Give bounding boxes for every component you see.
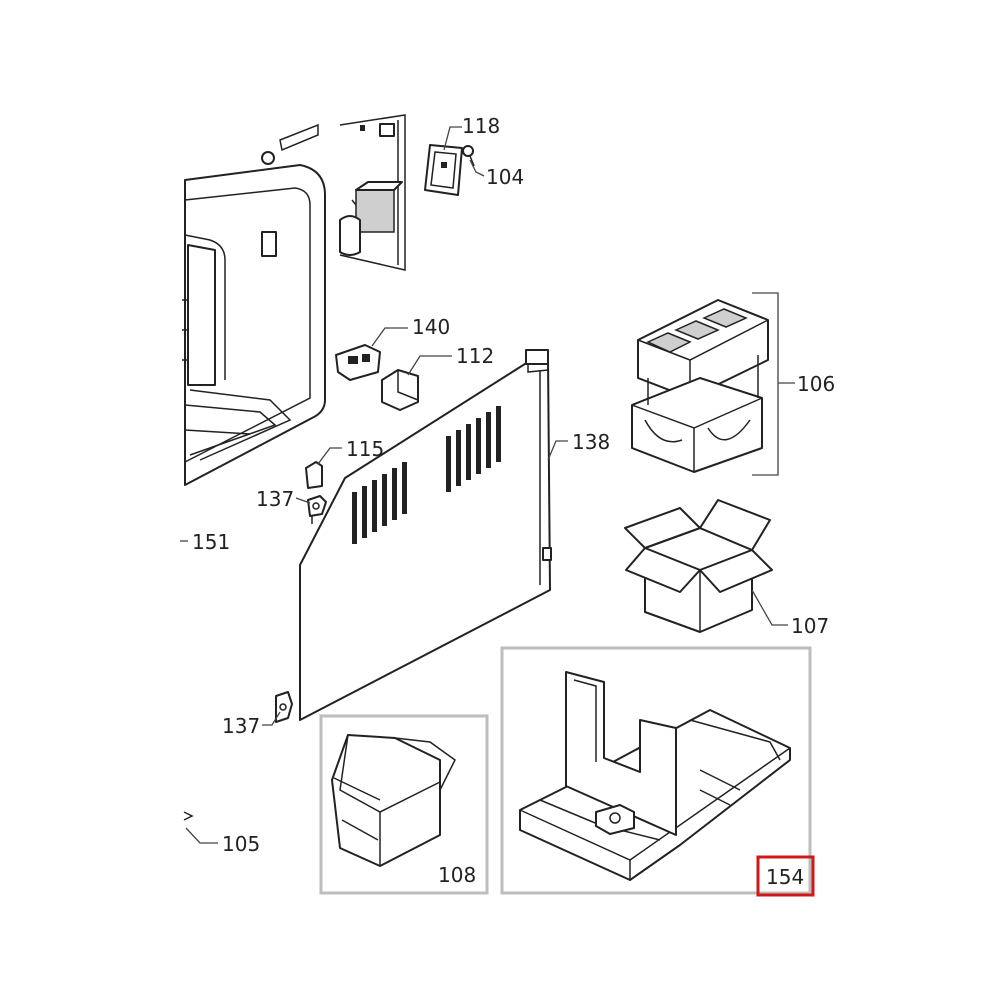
- part-104-screw: [462, 145, 475, 167]
- callout-104: 104: [486, 165, 524, 189]
- callout-151: 151: [192, 530, 230, 554]
- callout-140: 140: [412, 315, 450, 339]
- part-115-clip: [305, 461, 323, 489]
- part-154-tray: [519, 671, 791, 881]
- part-106-holder: [631, 292, 779, 476]
- highlight-box-154: [756, 855, 815, 897]
- part-105-fragment: [183, 811, 194, 821]
- control-board: [339, 114, 406, 271]
- callout-106: 106: [797, 372, 835, 396]
- main-housing: [182, 123, 326, 486]
- part-108-container: [331, 734, 456, 867]
- panel-vents-right: [446, 406, 501, 492]
- callout-105: 105: [222, 832, 260, 856]
- part-118-cover: [424, 144, 463, 196]
- callout-108: 108: [438, 863, 476, 887]
- part-137-clip-lower: [275, 691, 293, 723]
- callout-112: 112: [456, 344, 494, 368]
- part-138-side-panel: [299, 349, 552, 721]
- part-137-clip-upper: [307, 495, 327, 524]
- part-112-connector: [381, 369, 419, 411]
- callout-138: 138: [572, 430, 610, 454]
- callout-154: 154: [766, 865, 804, 889]
- part-107-box: [624, 499, 773, 633]
- leader-lines: [180, 126, 795, 844]
- callout-115: 115: [346, 437, 384, 461]
- callout-107: 107: [791, 614, 829, 638]
- frame-108: [319, 714, 489, 895]
- part-140-switch: [335, 344, 381, 381]
- callout-137-upper: 137: [256, 487, 294, 511]
- callout-137-lower: 137: [222, 714, 260, 738]
- callout-118: 118: [462, 114, 500, 138]
- panel-vents-left: [352, 462, 407, 544]
- frame-154: [500, 646, 812, 895]
